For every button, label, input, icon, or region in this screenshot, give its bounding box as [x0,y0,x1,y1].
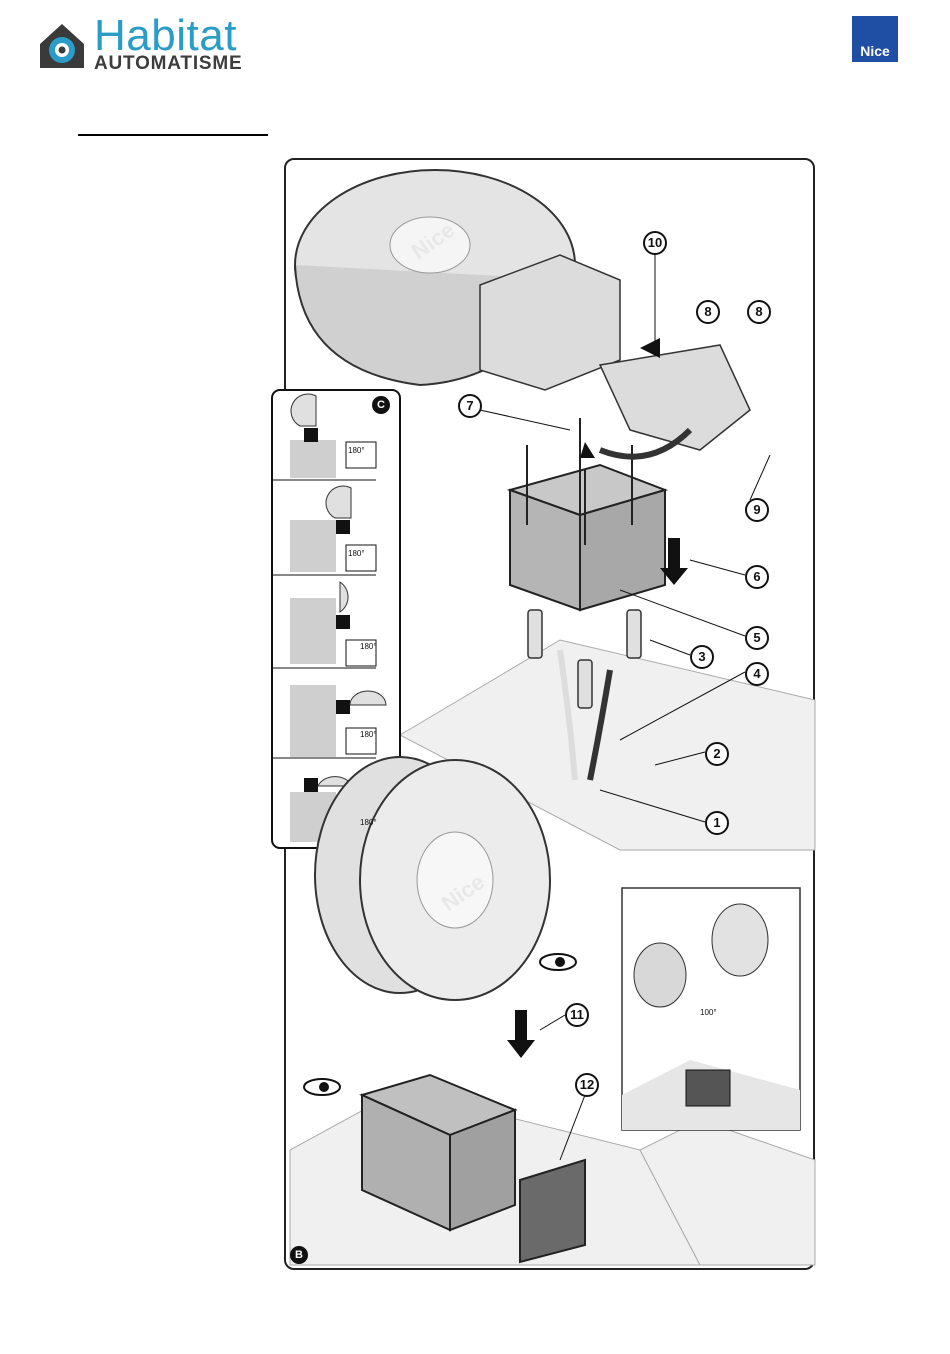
panel-b-label: B [290,1246,308,1264]
callout-10: 10 [643,231,667,255]
callout-5: 5 [745,626,769,650]
bottom-lamp [315,757,550,1000]
callout-4: 4 [745,662,769,686]
angle-label-1: 180° [348,446,365,455]
angle-label-3: 180° [360,642,377,651]
panel-c-label: C [372,396,390,414]
callout-1: 1 [705,811,729,835]
angle-label-100: 100° [700,1008,717,1017]
angle-label-4: 180° [360,730,377,739]
lamp-bracket [480,255,750,450]
callout-2: 2 [705,742,729,766]
callout-6: 6 [745,565,769,589]
callout-7: 7 [458,394,482,418]
mounting-box [510,465,665,610]
callout-3: 3 [690,645,714,669]
callout-8b: 8 [747,300,771,324]
callout-9: 9 [745,498,769,522]
angle-label-5: 180° [360,818,377,827]
callout-11: 11 [565,1003,589,1027]
angle-label-2: 180° [348,549,365,558]
callout-8a: 8 [696,300,720,324]
callout-12: 12 [575,1073,599,1097]
